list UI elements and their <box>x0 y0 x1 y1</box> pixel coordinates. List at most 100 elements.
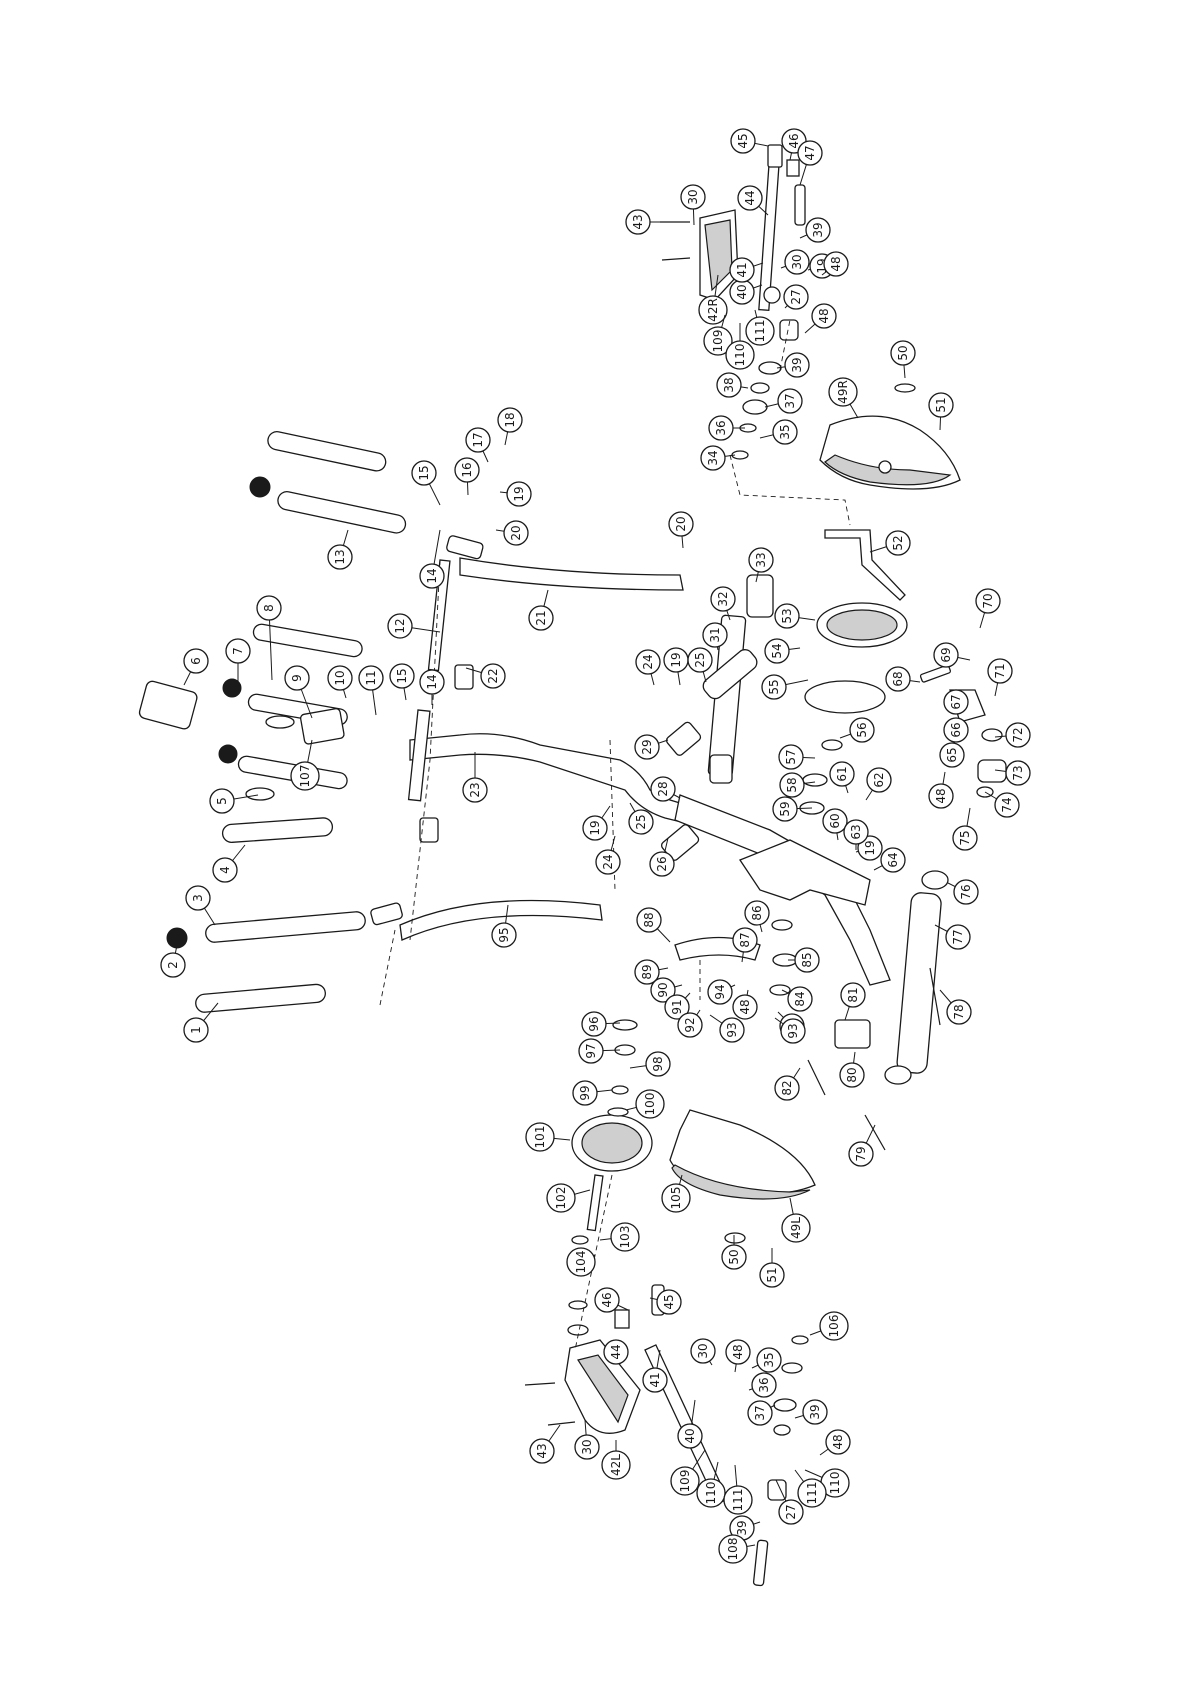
callout-label: 37 <box>783 393 797 408</box>
callout-bubble <box>703 326 733 356</box>
callout-label: 31 <box>708 627 722 642</box>
part-callout: 52 <box>869 530 911 556</box>
callout-label: 43 <box>535 1443 549 1458</box>
part-callout: 66 <box>943 717 969 743</box>
callout-bubble <box>578 1038 604 1064</box>
callout-label: 6 <box>189 657 203 665</box>
callout-bubble <box>708 415 734 441</box>
callout-bubble <box>628 809 654 835</box>
upright-arms <box>370 535 684 941</box>
callout-bubble <box>645 1051 671 1077</box>
callout-label: 52 <box>891 535 905 550</box>
part-callout: 40 <box>677 1399 703 1449</box>
callout-label: 88 <box>642 912 656 927</box>
part-callout: 39 <box>776 352 810 378</box>
callout-label: 106 <box>827 1315 841 1338</box>
callout-bubble <box>759 1262 785 1288</box>
callout-label: 53 <box>780 608 794 623</box>
part-callout: 30 <box>680 184 706 226</box>
callout-label: 63 <box>849 824 863 839</box>
callout-label: 19 <box>863 840 877 855</box>
callout-label: 74 <box>1000 797 1014 812</box>
callout-label: 44 <box>743 190 757 205</box>
callout-bubble <box>582 815 608 841</box>
callout-bubble <box>819 1311 849 1341</box>
part-callout: 107 <box>290 739 320 791</box>
callout-bubble <box>939 742 965 768</box>
callout-bubble <box>610 1222 640 1252</box>
callout-bubble <box>943 689 969 715</box>
part-callout: 59 <box>772 796 813 822</box>
callout-label: 61 <box>835 766 849 781</box>
callout-bubble <box>327 665 353 691</box>
part-callout: 60 <box>822 808 848 841</box>
part-callout: 1 <box>183 1002 219 1043</box>
part-callout: 91 <box>664 992 691 1020</box>
part-callout: 19 <box>582 805 611 841</box>
part-callout: 36 <box>708 415 745 441</box>
callout-label: 76 <box>959 884 973 899</box>
callout-label: 5 <box>215 797 229 805</box>
part-callout: 63 <box>843 819 869 850</box>
callout-label: 57 <box>784 749 798 764</box>
callout-bubble <box>574 1434 600 1460</box>
callout-label: 17 <box>471 432 485 447</box>
part-callout: 49L <box>781 1197 811 1243</box>
callout-bubble <box>797 1478 827 1508</box>
callout-bubble <box>700 445 726 471</box>
part-callout: 16 <box>454 457 480 496</box>
part-callout: 111 <box>745 309 775 346</box>
callout-bubble <box>825 1429 851 1455</box>
callout-label: 10 <box>333 670 347 685</box>
part-callout: 50 <box>890 340 916 379</box>
part-callout: 5 <box>209 788 259 814</box>
callout-bubble <box>840 982 866 1008</box>
callout-bubble <box>829 761 855 787</box>
callout-bubble <box>491 922 517 948</box>
part-callout: 51 <box>759 1248 785 1288</box>
callout-label: 68 <box>891 671 905 686</box>
part-callout: 109 <box>703 314 733 356</box>
part-callout: 97 <box>578 1038 621 1064</box>
crank-and-pulley <box>799 529 908 815</box>
part-callout: 32 <box>710 586 736 621</box>
callout-bubble <box>730 128 756 154</box>
callout-label: 39 <box>790 357 804 372</box>
callout-label: 45 <box>662 1294 676 1309</box>
callout-label: 69 <box>939 647 953 662</box>
callout-bubble <box>284 665 310 691</box>
callout-bubble <box>928 783 954 809</box>
part-callout: 74 <box>984 791 1020 818</box>
callout-label: 78 <box>952 1004 966 1019</box>
callout-bubble <box>780 1018 806 1044</box>
callout-label: 51 <box>934 397 948 412</box>
callout-bubble <box>811 303 837 329</box>
callout-bubble <box>994 792 1020 818</box>
callout-label: 67 <box>949 694 963 709</box>
callout-bubble <box>635 649 661 675</box>
part-callout: 3 <box>185 885 216 926</box>
callout-label: 109 <box>678 1470 692 1493</box>
callout-bubble <box>843 819 869 845</box>
callout-label: 39 <box>808 1404 822 1419</box>
callout-bubble <box>419 669 445 695</box>
part-callout: 4 <box>212 844 246 883</box>
callout-label: 19 <box>588 820 602 835</box>
part-callout: 48 <box>732 989 758 1020</box>
callout-bubble <box>774 1075 800 1101</box>
callout-label: 50 <box>896 345 910 360</box>
callout-label: 9 <box>290 674 304 682</box>
callout-label: 93 <box>786 1023 800 1038</box>
callout-label: 95 <box>497 927 511 942</box>
part-callout: 34 <box>700 445 736 471</box>
part-callout: 38 <box>716 372 749 398</box>
callout-bubble <box>880 847 906 873</box>
callout-bubble <box>389 663 415 689</box>
callout-label: 27 <box>789 289 803 304</box>
callout-bubble <box>650 977 676 1003</box>
part-callout: 61 <box>829 761 855 794</box>
part-callout: 15 <box>411 460 441 506</box>
callout-bubble <box>732 927 758 953</box>
callout-label: 44 <box>609 1344 623 1359</box>
callout-label: 46 <box>600 1292 614 1307</box>
